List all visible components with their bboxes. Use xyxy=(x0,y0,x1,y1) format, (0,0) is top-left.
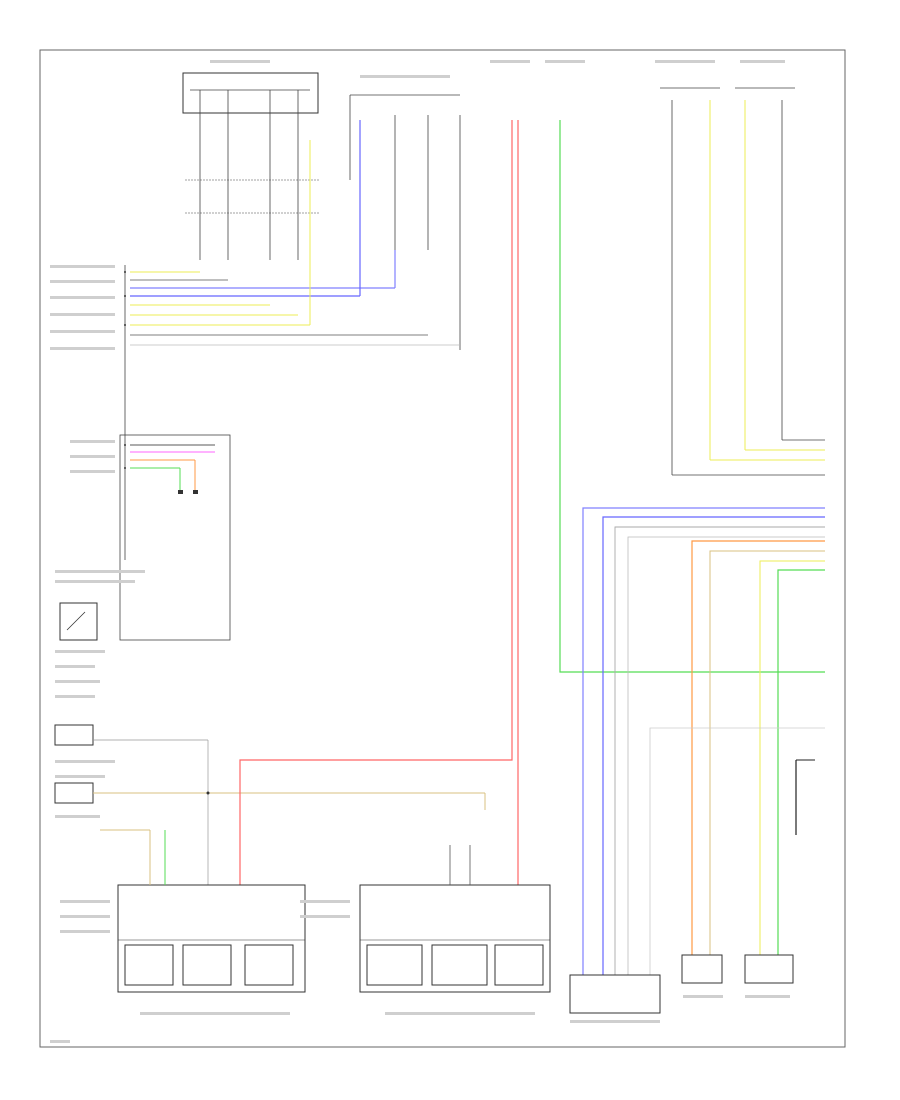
occupant-sensor-box-2 xyxy=(54,782,94,804)
right-impact-sensor-box xyxy=(744,954,794,984)
mid-left-connector xyxy=(59,434,231,641)
clockspring-box xyxy=(182,72,319,114)
left-pretensioner-module xyxy=(359,884,551,993)
label-placeholders xyxy=(50,60,790,1043)
bottom-left-module xyxy=(100,829,306,993)
bottom-middle-module xyxy=(359,845,551,993)
top-right-switch-groups xyxy=(660,87,825,476)
diagram-frame xyxy=(39,49,846,1048)
long-feed-wires xyxy=(239,120,825,885)
right-pretensioner-module xyxy=(117,884,306,993)
occupant-sensor-box-1 xyxy=(54,724,94,746)
top-middle-sensor-block xyxy=(349,94,461,350)
left-impact-sensor-box xyxy=(681,954,723,984)
left-harness-wires xyxy=(124,120,460,560)
connector-dots xyxy=(124,271,210,795)
seat-sensor-box xyxy=(59,602,98,641)
right-bus-wires xyxy=(582,507,825,975)
top-left-switch-block xyxy=(182,72,320,260)
left-airbag-module-box xyxy=(569,974,661,1014)
